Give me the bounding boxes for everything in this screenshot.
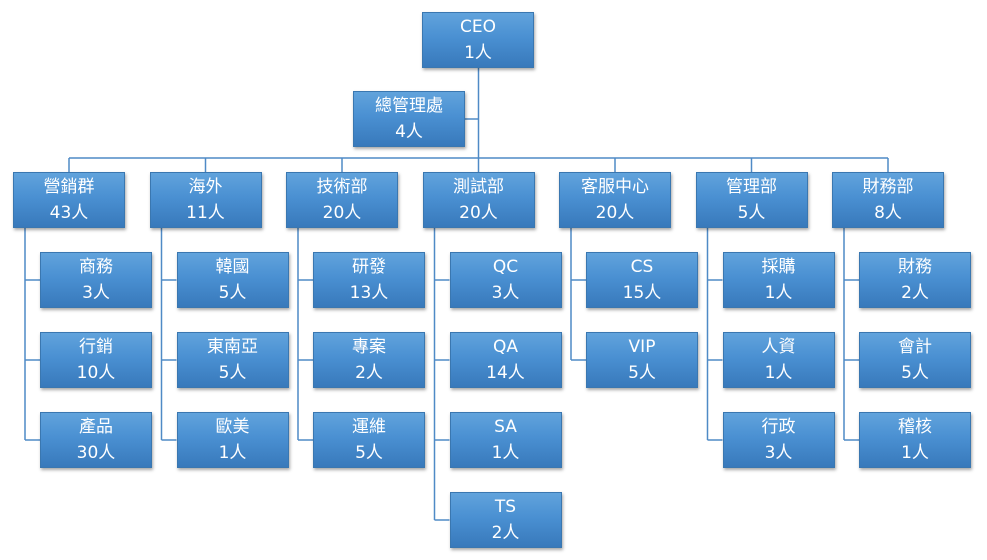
node-count: 1人 <box>491 443 520 463</box>
node-count: 30人 <box>76 443 116 463</box>
node-count: 2人 <box>901 283 929 303</box>
node-title: 測試部 <box>453 177 504 197</box>
node-count: 5人 <box>628 363 656 383</box>
node-count: 1人 <box>764 363 793 383</box>
node-title: 東南亞 <box>207 337 258 357</box>
node-title: 韓國 <box>215 257 250 277</box>
node-count: 13人 <box>349 283 389 303</box>
node-dept-overseas: 海外 11人 <box>149 172 262 228</box>
node-count: 1人 <box>764 283 793 303</box>
node-count: 20人 <box>459 203 498 223</box>
node-dept-management: 管理部 5人 <box>695 172 808 228</box>
node-count: 2人 <box>355 363 383 383</box>
node-sub-finance-1: 會計 5人 <box>859 332 971 388</box>
node-count: 3人 <box>764 443 793 463</box>
node-dept-service: 客服中心 20人 <box>559 172 671 228</box>
node-title: 技術部 <box>316 177 368 197</box>
node-title: TS <box>494 497 517 517</box>
node-sub-testing-1: QA 14人 <box>449 332 562 388</box>
node-count: 5人 <box>737 203 766 223</box>
node-title: 客服中心 <box>581 177 649 197</box>
node-sub-overseas-1: 東南亞 5人 <box>176 332 289 388</box>
node-sub-management-1: 人資 1人 <box>722 332 835 388</box>
node-dept-testing: 測試部 20人 <box>422 172 535 228</box>
node-title: 產品 <box>79 417 113 437</box>
node-sub-management-0: 採購 1人 <box>722 252 835 308</box>
node-count: 10人 <box>76 363 116 383</box>
node-count: 5人 <box>355 443 383 463</box>
node-count: 5人 <box>218 363 247 383</box>
node-general-office: 總管理處 4人 <box>353 91 465 147</box>
node-sub-marketing-0: 商務 3人 <box>40 252 152 308</box>
node-sub-service-1: VIP 5人 <box>586 332 698 388</box>
node-title: 稽核 <box>898 417 932 437</box>
node-title: QA <box>492 337 518 357</box>
node-count: 1人 <box>901 443 929 463</box>
node-dept-tech: 技術部 20人 <box>286 172 398 228</box>
node-count: 8人 <box>874 203 902 223</box>
node-sub-marketing-1: 行銷 10人 <box>40 332 152 388</box>
node-count: 15人 <box>622 283 662 303</box>
node-title: 管理部 <box>726 177 777 197</box>
node-sub-service-0: CS 15人 <box>586 252 698 308</box>
node-sub-marketing-2: 產品 30人 <box>40 412 152 468</box>
node-title: 行政 <box>761 417 796 437</box>
node-title: 財務部 <box>862 177 914 197</box>
node-sub-overseas-0: 韓國 5人 <box>176 252 289 308</box>
node-sub-tech-2: 運維 5人 <box>313 412 425 468</box>
node-title: 行銷 <box>79 337 113 357</box>
node-sub-testing-0: QC 3人 <box>449 252 562 308</box>
node-count: 43人 <box>49 203 89 223</box>
node-title: 運維 <box>352 417 386 437</box>
node-dept-marketing: 營銷群 43人 <box>13 172 125 228</box>
node-dept-finance: 財務部 8人 <box>832 172 944 228</box>
node-sub-overseas-2: 歐美 1人 <box>176 412 289 468</box>
node-count: 20人 <box>322 203 362 223</box>
node-sub-testing-2: SA 1人 <box>449 412 562 468</box>
node-sub-finance-2: 稽核 1人 <box>859 412 971 468</box>
node-title: CS <box>630 257 654 277</box>
node-title: 研發 <box>352 257 386 277</box>
node-count: 20人 <box>595 203 635 223</box>
node-title: 人資 <box>761 337 796 357</box>
node-title: 財務 <box>898 257 932 277</box>
node-title: 專案 <box>352 337 386 357</box>
node-sub-management-2: 行政 3人 <box>722 412 835 468</box>
node-count: 1人 <box>464 43 492 63</box>
node-title: 歐美 <box>215 417 250 437</box>
node-count: 5人 <box>218 283 247 303</box>
node-count: 2人 <box>491 523 520 543</box>
node-count: 14人 <box>486 363 525 383</box>
node-title: 營銷群 <box>43 177 95 197</box>
node-title: 採購 <box>761 257 796 277</box>
node-count: 5人 <box>901 363 929 383</box>
node-sub-tech-1: 專案 2人 <box>313 332 425 388</box>
node-title: QC <box>492 257 519 277</box>
node-count: 3人 <box>82 283 110 303</box>
node-count: 11人 <box>186 203 225 223</box>
node-count: 4人 <box>395 122 423 142</box>
node-title: 海外 <box>188 177 223 197</box>
node-title: 總管理處 <box>375 96 443 116</box>
node-title: 會計 <box>898 337 932 357</box>
node-sub-tech-0: 研發 13人 <box>313 252 425 308</box>
node-count: 1人 <box>218 443 247 463</box>
node-ceo: CEO 1人 <box>422 12 534 68</box>
node-title: CEO <box>460 17 496 37</box>
node-sub-testing-3: TS 2人 <box>449 492 562 548</box>
node-count: 3人 <box>491 283 520 303</box>
node-title: SA <box>494 417 517 437</box>
node-title: VIP <box>628 337 656 357</box>
node-title: 商務 <box>79 257 113 277</box>
node-sub-finance-0: 財務 2人 <box>859 252 971 308</box>
